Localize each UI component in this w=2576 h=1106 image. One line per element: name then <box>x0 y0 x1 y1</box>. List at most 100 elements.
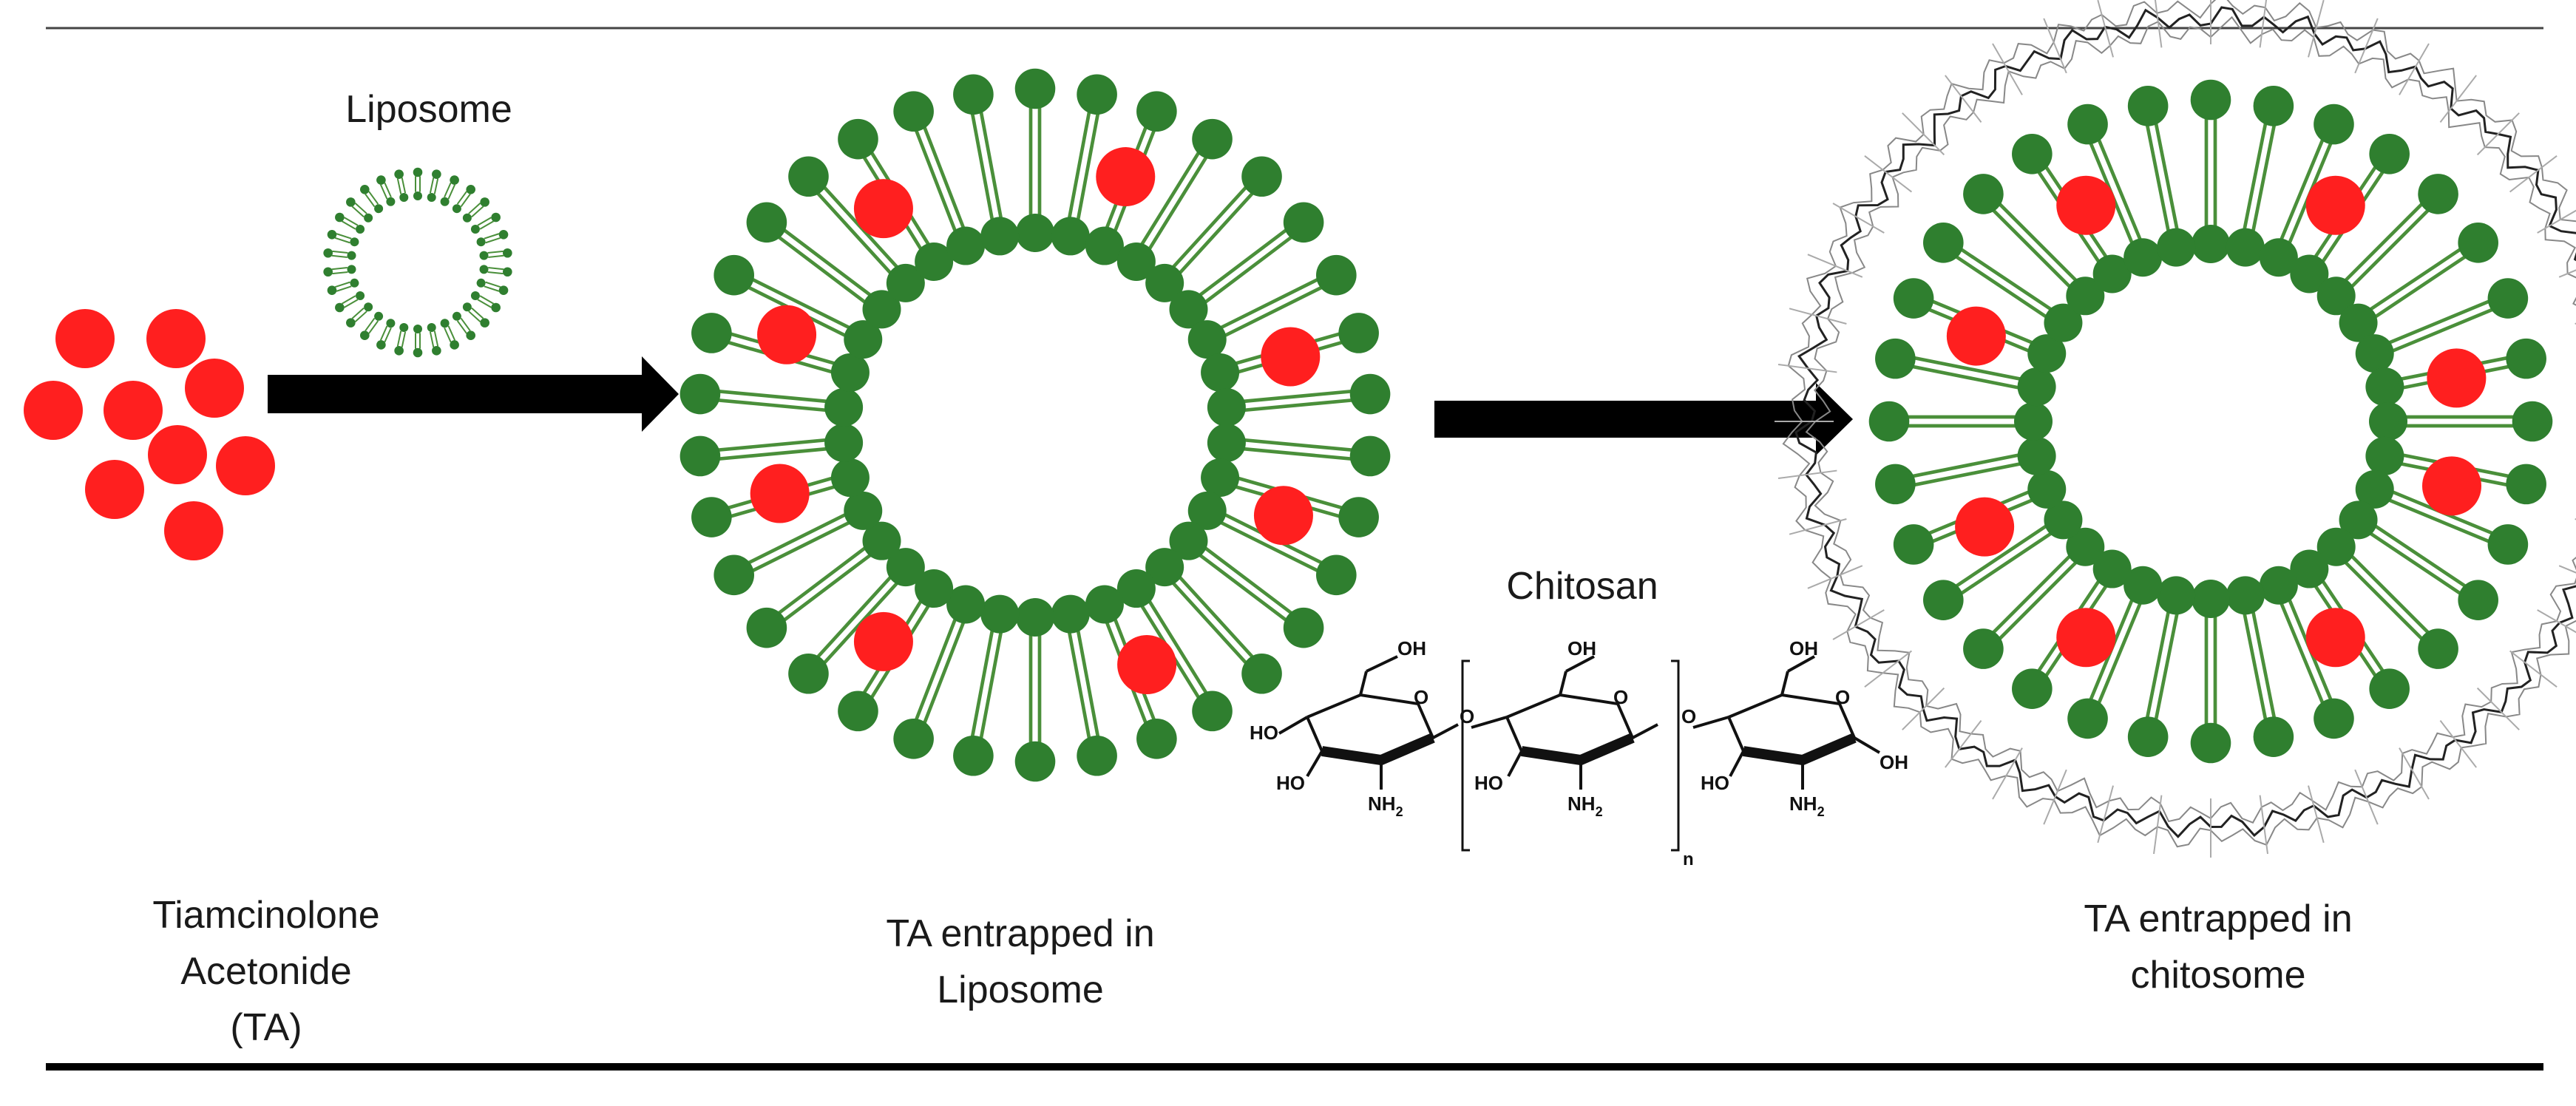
lipid-head-outer <box>953 74 994 115</box>
ta-particle <box>164 501 223 560</box>
lipid-head-inner <box>2044 501 2083 540</box>
lipid-head-inner <box>1201 353 1240 392</box>
lipid-head-inner <box>1085 585 1124 624</box>
lipid-tail <box>1178 575 1255 659</box>
lipid-head-inner <box>470 291 480 300</box>
lipid-head-inner <box>1016 214 1054 252</box>
lipid-tail <box>487 250 504 254</box>
lipid-tail <box>2388 299 2491 345</box>
lipid-head-inner <box>2339 501 2378 540</box>
lipid-head-inner <box>1116 569 1156 608</box>
lipid-head-inner <box>479 265 489 274</box>
chitosan-tick <box>2354 18 2379 74</box>
lipid-head-inner <box>2027 469 2067 509</box>
label-ta-line-3: (TA) <box>230 1006 302 1049</box>
ta-particle <box>1946 306 2006 366</box>
lipid-head-inner <box>2339 303 2378 342</box>
chem-ho-3: HO <box>1474 772 1503 794</box>
lipid-head-inner <box>2369 402 2407 441</box>
lipid-tail <box>433 178 439 194</box>
lipid-tail <box>2374 254 2467 319</box>
lipid-head-inner <box>1201 458 1240 498</box>
lipid-tail <box>354 311 367 322</box>
ta-particle <box>1096 147 1156 207</box>
lipid-tail <box>1243 447 1353 461</box>
lipid-head-outer <box>335 212 345 223</box>
lipid-tail <box>488 254 504 259</box>
lipid-head-inner <box>2365 436 2404 475</box>
lipid-tail <box>1959 532 2053 596</box>
lipid-tail <box>2154 613 2179 722</box>
lipid-tail <box>2096 602 2142 705</box>
lipid-tail <box>776 546 867 616</box>
lipid-tail <box>365 317 376 332</box>
lipid-tail <box>336 285 352 292</box>
lipid-head-inner <box>1169 290 1208 329</box>
lipid-tail <box>344 217 359 226</box>
lipid-head-outer <box>2190 722 2231 764</box>
arrow-2-icon <box>1434 383 1853 455</box>
lipid-tail <box>2280 138 2325 241</box>
lipid-head-outer <box>327 229 337 240</box>
lipid-tail <box>1954 254 2047 319</box>
lipid-tail <box>2280 602 2325 705</box>
chem-ring-o-3: O <box>1835 686 1850 708</box>
lipid-head-inner <box>2192 580 2230 618</box>
lipid-tail <box>332 250 348 254</box>
chitosan-strand <box>1794 6 2576 838</box>
lipid-head-outer <box>376 175 386 185</box>
lipid-tail <box>1199 228 1289 297</box>
chem-ring-o-2: O <box>1613 686 1628 708</box>
lipid-tail <box>1067 110 1091 219</box>
lipid-tail <box>2369 532 2463 596</box>
lipid-tail <box>1140 150 1201 246</box>
lipid-head-outer <box>503 248 512 258</box>
chitosan-coat <box>1775 0 2576 858</box>
chitosan-tick <box>1789 518 1847 535</box>
lipid-tail <box>1148 600 1209 696</box>
lipid-tail <box>816 575 892 659</box>
lipid-head-outer <box>679 435 721 477</box>
lipid-head-outer <box>2512 401 2553 442</box>
chitosan-tick <box>2308 0 2325 58</box>
lipid-head-outer <box>1893 278 1934 319</box>
lipid-tail <box>468 311 481 322</box>
chem-ho-1: HO <box>1250 722 1278 744</box>
lipid-head-outer <box>480 197 489 207</box>
lipid-head-inner <box>2123 238 2163 277</box>
ta-particle <box>85 460 144 519</box>
lipid-tail <box>429 177 435 194</box>
lipid-head-outer <box>498 285 509 296</box>
lipid-head-outer <box>691 497 732 537</box>
lipid-head-inner <box>2226 228 2265 267</box>
lipid-head-inner <box>2355 334 2394 373</box>
lipid-head-outer <box>359 330 370 341</box>
lipid-head-outer <box>2067 104 2108 145</box>
lipid-tail <box>334 237 350 244</box>
lipid-tail <box>2251 123 2277 232</box>
lipid-head-inner <box>374 311 384 321</box>
lipid-head-outer <box>893 718 934 759</box>
lipid-head-outer <box>2127 86 2169 126</box>
lipid-head-outer <box>2012 134 2053 174</box>
lipid-head-outer <box>2458 223 2498 263</box>
chitosan-tick <box>1945 75 1982 123</box>
lipid-head-inner <box>915 242 954 281</box>
lipid-head-outer <box>2487 524 2529 565</box>
lipid-tail <box>2391 307 2495 353</box>
lipid-tail <box>401 177 407 194</box>
lipid-tail <box>379 184 388 200</box>
ta-particle <box>2056 175 2116 235</box>
lipid-head-inner <box>2316 276 2356 316</box>
ta-particle <box>1955 497 2015 557</box>
lipid-tail <box>2154 121 2179 230</box>
lipid-head-inner <box>2066 276 2105 316</box>
ta-particle <box>2056 608 2116 668</box>
lipid-head-outer <box>953 735 994 776</box>
lipid-tail <box>471 206 484 218</box>
lipid-head-inner <box>2092 254 2132 294</box>
chitosan-tick <box>1832 609 1885 640</box>
ta-particle-cluster <box>24 309 275 560</box>
